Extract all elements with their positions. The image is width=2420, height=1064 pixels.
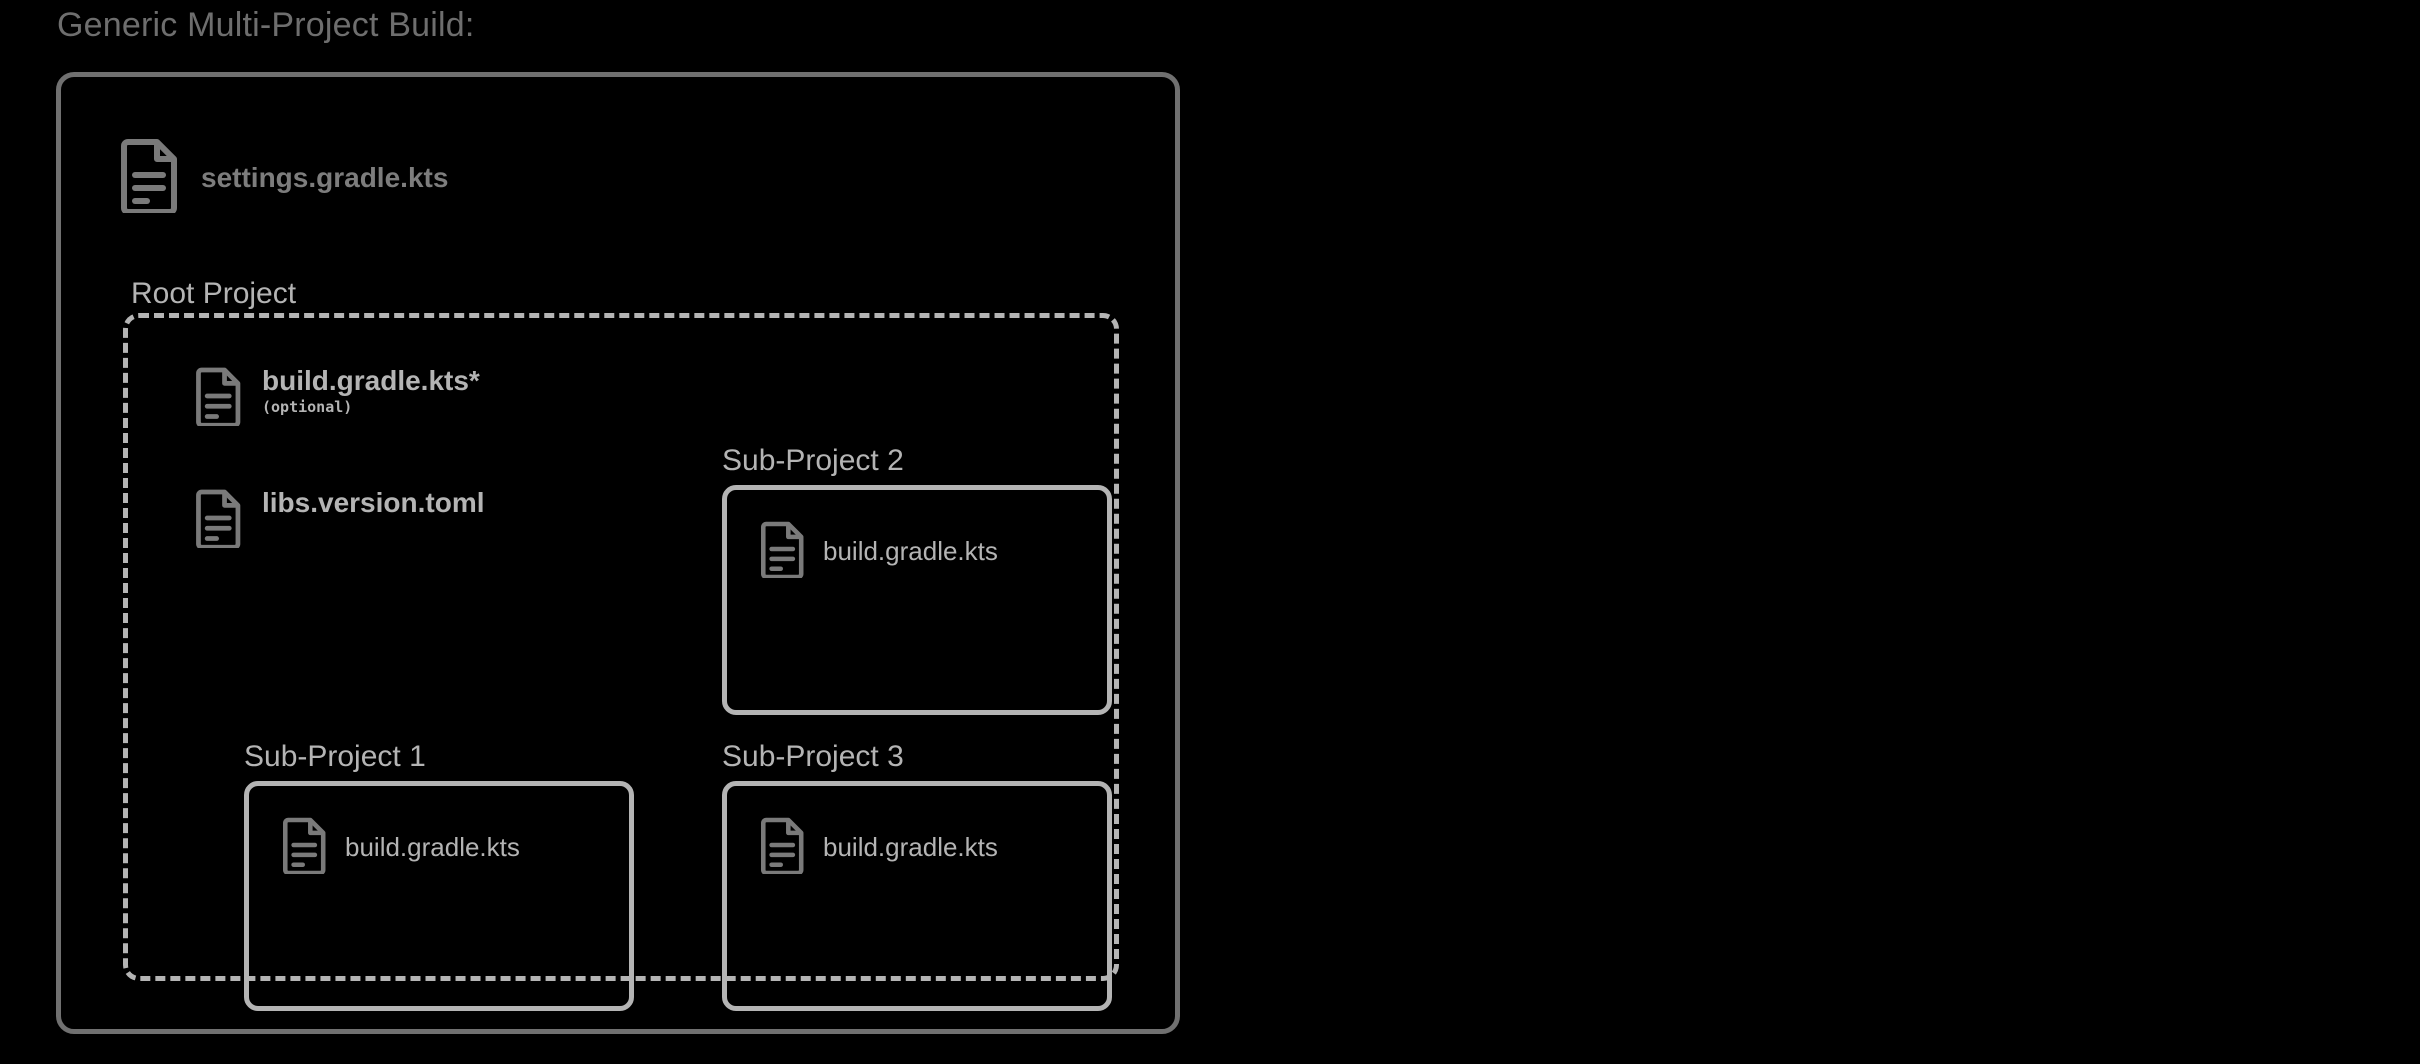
root-project-label: Root Project (131, 277, 297, 310)
sub-project-container: build.gradle.kts (244, 781, 634, 1011)
settings-file-row: settings.gradle.kts (121, 137, 448, 218)
document-icon (761, 520, 805, 583)
root-file-build-gradle: build.gradle.kts* (optional) (196, 366, 480, 431)
root-file-label: build.gradle.kts* (262, 365, 480, 396)
sub-project-label: Sub-Project 3 (722, 740, 904, 773)
document-icon (761, 816, 805, 879)
sub-project-3: Sub-Project 3 build.gradle. (722, 740, 1112, 1011)
page-title: Generic Multi-Project Build: (57, 6, 475, 44)
sub-project-file-label: build.gradle.kts (823, 832, 998, 862)
sub-project-container: build.gradle.kts (722, 485, 1112, 715)
sub-project-container: build.gradle.kts (722, 781, 1112, 1011)
build-container: settings.gradle.kts Root Project bu (56, 72, 1180, 1034)
sub-project-2: Sub-Project 2 build.gradle. (722, 444, 1112, 715)
sub-project-file-label: build.gradle.kts (823, 536, 998, 566)
sub-project-label: Sub-Project 2 (722, 444, 904, 477)
sub-project-label: Sub-Project 1 (244, 740, 426, 773)
sub-project-file: build.gradle.kts (761, 816, 998, 879)
document-icon (196, 488, 242, 553)
sub-project-1: Sub-Project 1 build.gradle. (244, 740, 634, 1011)
root-project-container: build.gradle.kts* (optional) libs.v (123, 313, 1119, 1011)
document-icon (283, 816, 327, 879)
root-file-label: libs.version.toml (262, 487, 485, 518)
root-file-note: (optional) (262, 398, 353, 417)
sub-project-file: build.gradle.kts (761, 520, 998, 583)
sub-project-file: build.gradle.kts (283, 816, 520, 879)
document-icon (196, 366, 242, 431)
root-file-libs-version: libs.version.toml (196, 488, 485, 553)
sub-project-file-label: build.gradle.kts (345, 832, 520, 862)
document-icon (121, 137, 179, 218)
settings-file-label: settings.gradle.kts (201, 161, 449, 193)
